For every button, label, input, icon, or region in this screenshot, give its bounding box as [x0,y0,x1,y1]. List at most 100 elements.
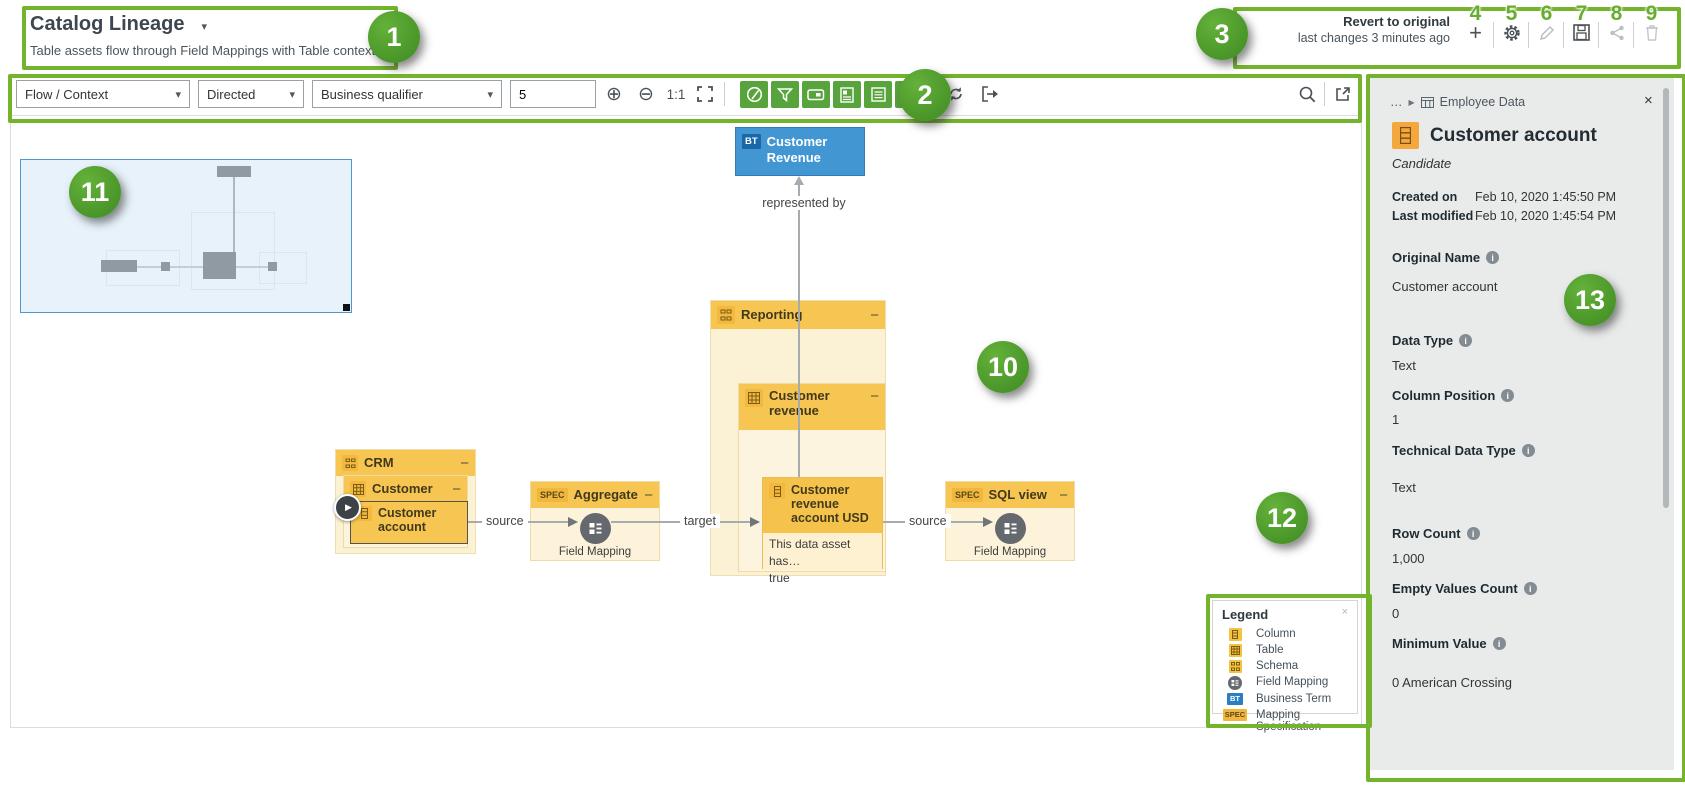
gear-icon [1502,23,1522,43]
field-mapping-node[interactable] [580,513,611,544]
visibility-toggle-button[interactable] [895,81,923,108]
field-mapping-icon [1003,521,1018,536]
annotation-number-8: 8 [1610,2,1623,25]
info-icon[interactable]: i [1486,251,1500,264]
scrollbar[interactable] [1663,88,1669,508]
direction-select-value: Directed [207,86,256,102]
minimap-node [217,166,251,177]
table-icon [1420,96,1434,108]
info-icon[interactable]: i [1466,527,1480,540]
search-icon [1298,85,1316,103]
save-button[interactable] [1564,24,1599,41]
divider [724,82,725,106]
diagram-view-selector[interactable]: Catalog Lineage ▾ [30,13,207,36]
layout-select[interactable]: Flow / Context ▾ [16,80,190,108]
edge-label: source [905,514,951,528]
edge-label: source [482,514,528,528]
share-icon [1609,25,1625,41]
node-column-customer-account[interactable]: Customer account [350,501,468,544]
chevron-down-icon: ▾ [201,21,208,33]
fit-screen-icon [697,86,713,102]
annotation-badge-3: 3 [1196,8,1248,60]
breadcrumb-ellipsis[interactable]: … [1390,95,1403,109]
field-label: Empty Values Count [1392,581,1518,596]
edge-arrowhead [568,517,578,527]
node-attribute: true [769,570,790,585]
schema-icon [1222,660,1248,673]
info-icon[interactable]: i [1492,637,1506,650]
field-value: Text [1392,480,1416,495]
field-mapping-node[interactable] [995,513,1026,544]
refresh-button[interactable] [942,80,970,108]
grouping-select[interactable]: Business qualifier ▾ [312,80,502,108]
legend-label: Column [1256,628,1296,640]
field-value: Text [1392,358,1416,373]
export-button[interactable] [976,80,1004,108]
info-icon[interactable]: i [1459,334,1473,347]
info-icon[interactable]: i [1523,582,1537,595]
edge-arrowhead [750,517,760,527]
details-toggle-button[interactable] [833,81,861,108]
minimap-node [101,260,137,272]
expand-lineage-play-button[interactable]: ▶ [334,494,361,521]
close-icon[interactable]: × [1644,92,1653,109]
trash-icon [1645,25,1659,41]
filter-toggle-button[interactable] [771,81,799,108]
revert-to-original-button[interactable]: Revert to original last changes 3 minute… [1255,14,1450,45]
labels-toggle-button[interactable] [802,81,830,108]
legend-item: SPEC Mapping Specification [1222,708,1348,734]
breadcrumb-parent[interactable]: Employee Data [1439,95,1526,109]
legend-label: Business Term [1256,693,1332,705]
edge-label: target [680,514,720,528]
info-icon[interactable]: i [1521,444,1535,457]
list-toggle-button[interactable] [864,81,892,108]
open-external-button[interactable] [1330,80,1356,108]
collapse-button[interactable]: − [460,454,469,472]
chevron-down-icon: ▾ [487,88,493,101]
legend-label: Table [1256,644,1284,656]
annotation-number-6: 6 [1540,2,1553,25]
table-icon [350,481,366,497]
divider [932,82,933,106]
depth-input[interactable] [510,80,596,108]
grouping-select-value: Business qualifier [321,86,423,102]
collapse-button[interactable]: − [870,388,879,405]
node-column-customer-revenue-account-usd[interactable]: Customer revenue account USD This data a… [762,477,883,585]
info-icon[interactable]: i [1501,389,1515,402]
business-term-badge: BT [742,134,761,149]
zoom-reset-button[interactable]: 1:1 [662,80,690,108]
direction-select[interactable]: Directed ▾ [198,80,304,108]
edit-button-disabled [1529,25,1564,41]
collapse-button[interactable]: − [452,480,461,498]
column-icon [769,483,785,499]
node-mapping-spec-sql-view[interactable]: SPEC SQL view − Field Mapping [945,481,1075,561]
node-business-term-customer-revenue[interactable]: BT Customer Revenue [735,127,865,176]
share-button-disabled [1599,25,1634,41]
collapse-button[interactable]: − [870,306,879,324]
settings-button[interactable] [1494,23,1529,43]
field-mapping-icon [588,521,603,536]
external-link-icon [1335,86,1351,102]
delete-button-disabled [1634,25,1669,41]
mapping-spec-icon: SPEC [1222,708,1248,721]
node-label: Customer [372,480,433,496]
node-label: Customer account [378,506,437,535]
edge-arrowhead [794,176,804,185]
table-icon [745,389,763,407]
zoom-out-button[interactable]: ⊖ [632,80,660,108]
plus-icon: + [1469,20,1482,45]
search-button[interactable] [1294,80,1320,108]
minimap[interactable] [20,159,352,313]
field-mapping-label: Field Mapping [973,546,1047,558]
add-button[interactable]: + [1458,20,1493,46]
zoom-in-button[interactable]: ⊕ [600,80,628,108]
close-icon[interactable]: × [1341,606,1348,618]
collapse-button[interactable]: − [644,486,653,504]
minimap-resize-handle[interactable] [343,304,350,311]
overlap-toggle-button[interactable] [740,81,768,108]
node-label: Aggregate [573,486,638,502]
fit-to-screen-button[interactable] [692,80,718,108]
collapse-button[interactable]: − [1059,486,1068,504]
